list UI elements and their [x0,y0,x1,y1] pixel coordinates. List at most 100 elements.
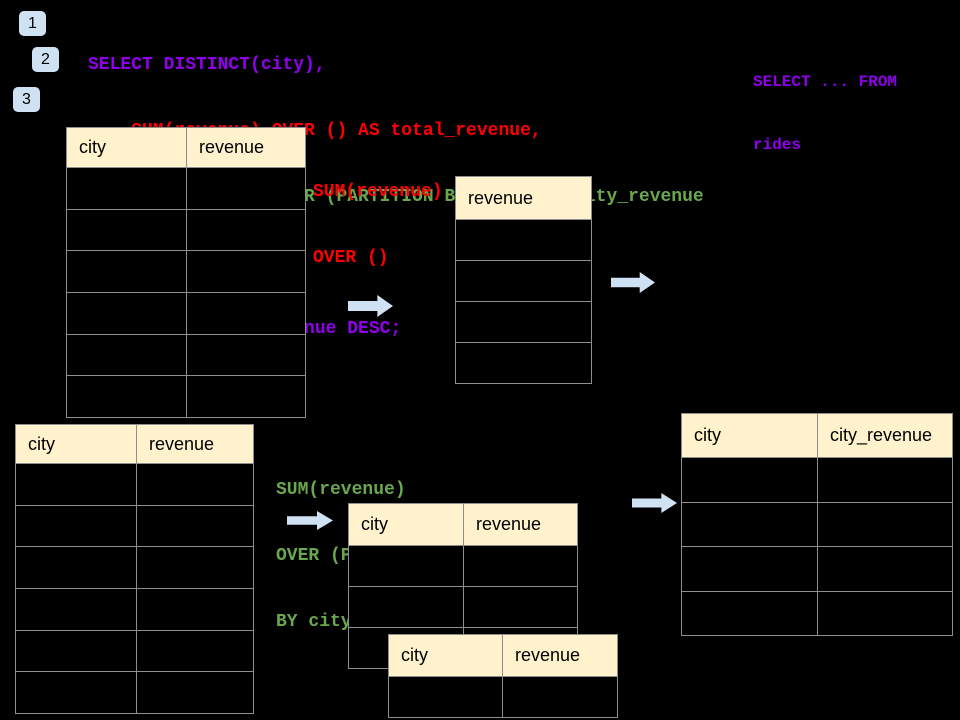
table-row [15,504,254,548]
column-header-revenue: revenue [502,634,618,677]
label-line: SUM(revenue) [276,480,406,500]
table-row [15,463,254,506]
table-row [15,629,254,673]
empty-cell [388,676,503,718]
arrow-right-icon [287,511,333,530]
empty-cell [136,504,254,548]
column-header-city_revenue: city_revenue [817,413,953,458]
table-row [66,375,306,418]
arrow-right-icon [611,272,655,293]
empty-cell [186,291,306,335]
empty-cell [186,208,306,252]
empty-cell [66,208,187,252]
table-row [66,208,306,252]
empty-cell [186,333,306,377]
empty-cell [455,260,592,302]
empty-cell [817,546,953,592]
table-row [388,676,618,718]
table-total-revenue-result: revenue [455,176,592,384]
empty-cell [463,545,578,587]
column-header-revenue: revenue [463,503,578,546]
step-badge-1: 1 [19,11,46,36]
empty-cell [66,333,187,377]
table-row [681,590,953,636]
column-header-city: city [681,413,818,458]
sql-code-line: SELECT DISTINCT(city), [88,55,326,75]
table-row [681,501,953,547]
side-note-line: rides [753,136,802,154]
table-row [348,586,578,628]
empty-cell [186,250,306,293]
empty-cell [136,671,254,714]
header-row: revenue [455,176,592,220]
empty-cell [455,342,592,384]
empty-cell [66,250,187,293]
table-row [66,291,306,335]
empty-cell [502,676,618,718]
empty-cell [15,546,137,589]
empty-cell [348,586,464,628]
empty-cell [681,546,818,592]
table-row [455,301,592,343]
table-row [681,457,953,503]
table-row [15,671,254,714]
table-row [15,546,254,589]
label-total-revenue: SUM(revenue) OVER () [313,137,443,313]
empty-cell [681,501,818,547]
table-row [348,545,578,587]
step-badge-2: 2 [32,47,59,72]
empty-cell [15,504,137,548]
arrow-right-icon [348,295,393,317]
label-line: SUM(revenue) [313,182,443,202]
table-row [455,219,592,261]
table-row [455,260,592,302]
empty-cell [817,501,953,547]
table-row [455,342,592,384]
empty-cell [186,375,306,418]
empty-cell [136,546,254,589]
empty-cell [817,457,953,503]
empty-cell [186,167,306,210]
empty-cell [463,586,578,628]
column-header-revenue: revenue [455,176,592,220]
empty-cell [681,457,818,503]
empty-cell [136,587,254,631]
empty-cell [455,219,592,261]
empty-cell [681,590,818,636]
column-header-revenue: revenue [186,127,306,168]
column-header-revenue: revenue [136,424,254,464]
table-row [15,587,254,631]
table-row [66,333,306,377]
side-note-line: SELECT ... FROM [753,73,898,91]
empty-cell [66,167,187,210]
empty-cell [136,463,254,506]
label-line: OVER () [313,248,389,268]
empty-cell [15,463,137,506]
table-row [66,167,306,210]
step-badge-3: 3 [13,87,40,112]
empty-cell [817,590,953,636]
empty-cell [15,587,137,631]
empty-cell [455,301,592,343]
side-note: SELECT ... FROM rides [753,30,897,198]
arrow-right-icon [632,493,677,513]
empty-cell [66,375,187,418]
empty-cell [15,629,137,673]
column-header-city: city [15,424,137,464]
column-header-city: city [66,127,187,168]
empty-cell [15,671,137,714]
empty-cell [66,291,187,335]
empty-cell [348,545,464,587]
column-header-city: city [348,503,464,546]
table-row [681,546,953,592]
table-row [66,250,306,293]
